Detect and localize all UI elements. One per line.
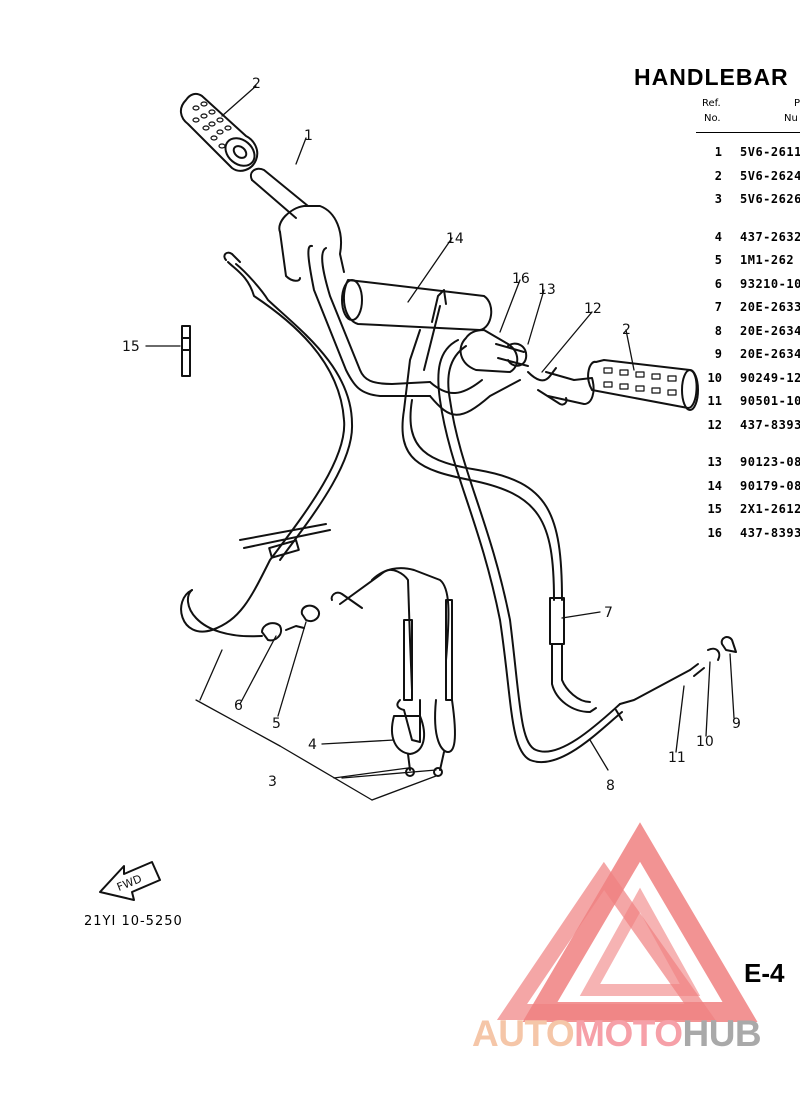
callout-11: 11 [668,750,686,766]
watermark-part-auto: AUTO [472,1013,575,1054]
table-row: 13 90123-08 [696,455,800,479]
callout-16: 16 [512,271,530,287]
part-number: 437-8393 [740,417,800,432]
table-row: 11 90501-10 [696,394,800,418]
ref-number: 9 [714,347,722,361]
page-title: HANDLEBAR [634,64,789,90]
table-row: 8 20E-2634 [696,324,800,348]
parts-table: Ref. No. P Nu 1 5V6-2611 2 5V6-2624 3 5V6-262… [696,96,800,549]
left-cable [180,251,354,638]
part-number: 5V6-2626 [740,192,800,206]
left-grip [180,92,259,172]
table-row: 6 93210-10 [696,277,800,301]
callout-13: 13 [538,282,556,298]
part-number: 20E-2634 [740,323,800,338]
part-number: 2X1-2612 [740,502,800,516]
callout-6: 6 [234,698,243,714]
part-number: 437-2632 [740,229,800,244]
ref-number: 3 [714,192,722,206]
ref-number: 4 [714,229,722,244]
ref-number: 10 [707,370,722,385]
ref-number: 12 [707,417,722,432]
part-number: 90179-08 [740,478,800,493]
ref-number: 13 [707,455,722,469]
part-number: 90123-08 [740,455,800,469]
callout-2-left: 2 [252,76,261,92]
watermark-text: AUTOMOTOHUB [472,1013,762,1055]
page-label: E-4 [744,958,785,988]
ref-number: 1 [714,145,722,159]
ref-number: 8 [714,323,722,338]
table-row: 10 90249-12 [696,371,800,395]
table-row: 2 5V6-2624 [696,169,800,193]
table-row: 14 90179-08 [696,479,800,503]
watermark-part-hub: HUB [682,1013,762,1054]
header-ref-line2: No. [704,113,721,124]
callout-8: 8 [606,778,615,794]
ref-number: 6 [714,276,722,291]
ref-number: 14 [707,478,722,493]
callout-5: 5 [272,716,281,732]
table-row: 4 437-2632 [696,230,800,254]
table-row: 3 5V6-2626 [696,192,800,216]
callout-10: 10 [696,734,714,750]
throttle-cable [401,399,597,713]
table-row: 12 437-8393 [696,418,800,442]
part-number: 20E-2633 [740,300,800,314]
part-number: 5V6-2611 [740,145,800,159]
ref-number: 7 [714,300,722,314]
part-number: 20E-2634 [740,347,800,361]
right-grip [587,359,699,411]
center-cable-assembly [261,567,456,777]
fwd-arrow-icon [99,861,161,901]
table-row: 1 5V6-2611 [696,145,800,169]
callout-2-right: 2 [622,322,631,338]
table-row: 15 2X1-2612 [696,502,800,526]
callout-1: 1 [304,128,313,144]
header-part-line1: P [794,98,800,109]
cable-clamp [181,325,191,377]
ref-number: 16 [707,525,722,540]
callout-12: 15 [122,339,140,355]
callout-7: 7 [604,605,613,621]
table-row: 16 437-8393 [696,526,800,550]
ref-number: 11 [707,394,722,408]
callout-15: 14 [446,231,464,247]
automotohub-logo [496,822,758,1022]
watermark-part-moto: MOTO [574,1013,683,1054]
table-row: 5 1M1-262 [696,253,800,277]
leader-lines [145,85,735,801]
header-ref-line1: Ref. [702,98,721,109]
diagram-code: 21YI 10-5250 [84,914,183,929]
callout-3: 3 [268,774,277,790]
ref-number: 5 [714,253,722,267]
table-row: 7 20E-2633 [696,300,800,324]
part-number: 437-8393 [740,525,800,540]
table-body: 1 5V6-2611 2 5V6-2624 3 5V6-2626 4 437-2632 5 1M1… [696,145,800,549]
callout-9: 9 [732,716,741,732]
handlebar-tube [250,167,521,416]
table-header: Ref. No. P Nu [696,96,800,133]
clutch-cable [437,339,737,763]
ref-number: 15 [707,502,722,516]
fwd-label: FWD [115,872,144,894]
part-number: 90501-10 [740,394,800,408]
header-part-line2: Nu [784,113,798,124]
part-number: 90249-12 [740,370,800,385]
callout-14: 12 [584,301,602,317]
right-control-assembly [459,329,595,406]
part-number: 93210-10 [740,276,800,291]
part-number: 1M1-262 [740,253,795,267]
table-row: 9 20E-2634 [696,347,800,371]
callout-4: 4 [308,737,317,753]
part-number: 5V6-2624 [740,168,800,183]
throttle-housing [341,279,493,411]
ref-number: 2 [714,168,722,183]
